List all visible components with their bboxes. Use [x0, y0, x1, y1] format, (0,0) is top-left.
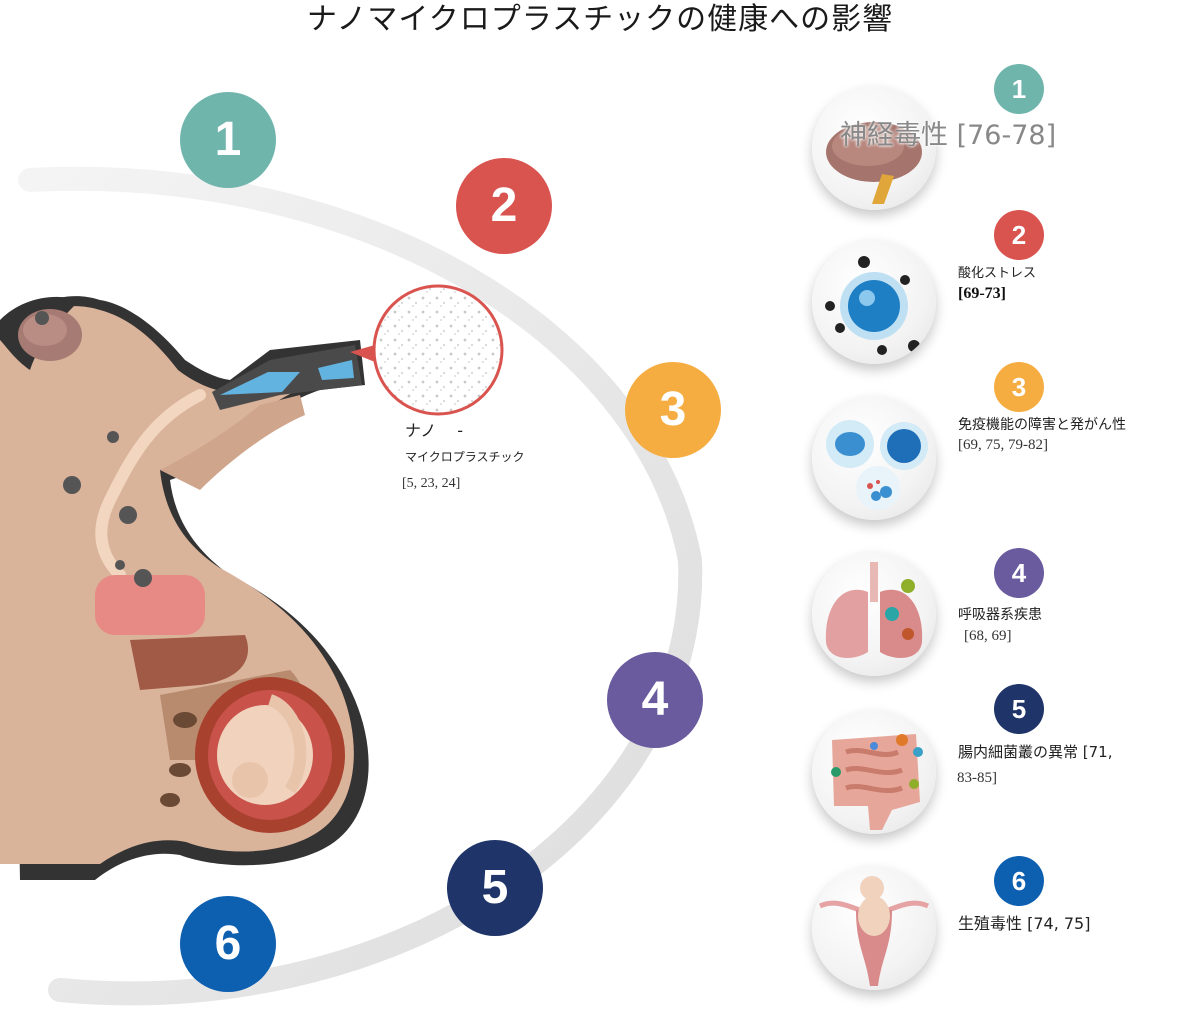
ring-number-1: 1 — [180, 92, 276, 188]
intestine-icon — [831, 734, 923, 830]
effect-6-label: 生殖毒性 [74, 75] — [958, 914, 1091, 933]
particle-refs: [5, 23, 24] — [402, 476, 461, 491]
effect-5-number: 5 — [994, 684, 1044, 734]
uterus-icon — [818, 876, 930, 986]
ring-number-4: 4 — [607, 652, 703, 748]
effect-2-refs: [69-73] — [958, 285, 1006, 302]
particle-label: ナノ - — [405, 421, 464, 440]
ring-number-6: 6 — [180, 896, 276, 992]
effect-4-refs: [68, 69] — [964, 628, 1012, 644]
effect-3-label: 免疫機能の障害と発がん性 — [958, 417, 1126, 433]
page-title: ナノマイクロプラスチックの健康への影響 — [306, 2, 894, 37]
effect-5-refs: 83-85] — [957, 770, 997, 786]
brain-icon — [826, 122, 922, 204]
effect-3-number: 3 — [994, 362, 1044, 412]
exposure-ring — [18, 166, 703, 1006]
effect-1-number: 1 — [994, 64, 1044, 114]
immune-cells-icon — [826, 420, 928, 510]
effect-1-label: 神経毒性 [76-78] — [840, 120, 1057, 151]
effect-2-label: 酸化ストレス — [958, 266, 1037, 281]
cell-icon — [825, 256, 920, 355]
effect-6-icon-circle — [812, 866, 936, 990]
effect-2-icon-circle — [812, 240, 936, 364]
ring-number-2: 2 — [456, 158, 552, 254]
effect-5-icon-circle — [812, 710, 936, 834]
effect-4-number: 4 — [994, 548, 1044, 598]
pregnant-woman-figure — [0, 296, 369, 880]
ring-number-5: 5 — [447, 840, 543, 936]
microplastic-magnified-icon — [350, 284, 504, 416]
water-bottle-icon — [212, 345, 362, 410]
effect-6-number: 6 — [994, 856, 1044, 906]
particle-label-sub: マイクロプラスチック — [405, 450, 525, 464]
ring-number-3: 3 — [625, 362, 721, 458]
effect-3-icon-circle — [812, 396, 936, 520]
effect-4-label: 呼吸器系疾患 — [958, 607, 1042, 623]
effect-4-icon-circle — [812, 552, 936, 676]
effect-5-label: 腸内細菌叢の異常 [71, — [958, 743, 1113, 761]
effect-3-refs: [69, 75, 79-82] — [958, 437, 1048, 453]
effect-2-number: 2 — [994, 210, 1044, 260]
effect-1-icon-circle — [812, 86, 936, 210]
lungs-icon — [825, 562, 923, 658]
